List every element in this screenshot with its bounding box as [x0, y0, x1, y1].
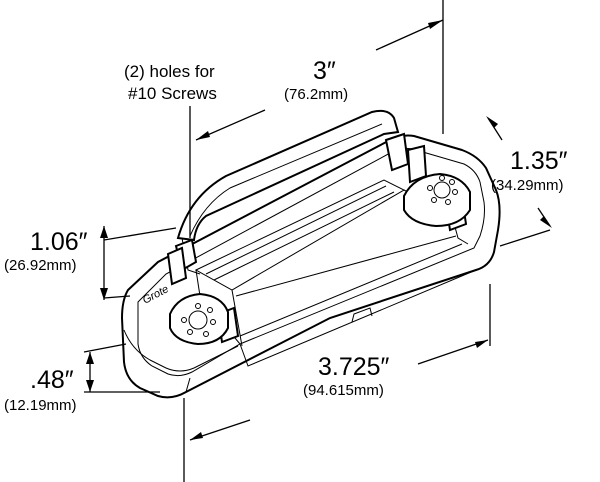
width-top-inch-label: 3″	[313, 57, 336, 85]
dimension-base: .48″ (12.19mm)	[4, 343, 160, 414]
dimension-height: 1.06″ (26.92mm)	[4, 226, 177, 300]
length-inch-label: 3.725″	[318, 353, 390, 381]
length-mm-label: (94.615mm)	[303, 382, 384, 399]
holes-note: (2) holes for #10 Screws	[124, 62, 217, 238]
dimension-length: 3.725″ (94.615mm)	[183, 284, 491, 482]
bracket-body	[120, 109, 501, 399]
screw-hole-left	[181, 303, 216, 337]
base-mm-label: (12.19mm)	[4, 397, 77, 414]
depth-mm-label: (34.29mm)	[491, 177, 564, 194]
holes-note-line2: #10 Screws	[128, 84, 217, 103]
dimension-width-top: 3″ (76.2mm)	[195, 0, 444, 141]
holes-note-line1: (2) holes for	[124, 62, 215, 81]
height-mm-label: (26.92mm)	[4, 257, 77, 274]
height-inch-label: 1.06″	[30, 228, 88, 256]
depth-inch-label: 1.35″	[510, 147, 568, 175]
base-inch-label: .48″	[30, 366, 74, 394]
dimension-depth: 1.35″ (34.29mm)	[486, 116, 568, 247]
screw-hole-right	[427, 175, 458, 205]
width-top-mm-label: (76.2mm)	[284, 86, 348, 103]
